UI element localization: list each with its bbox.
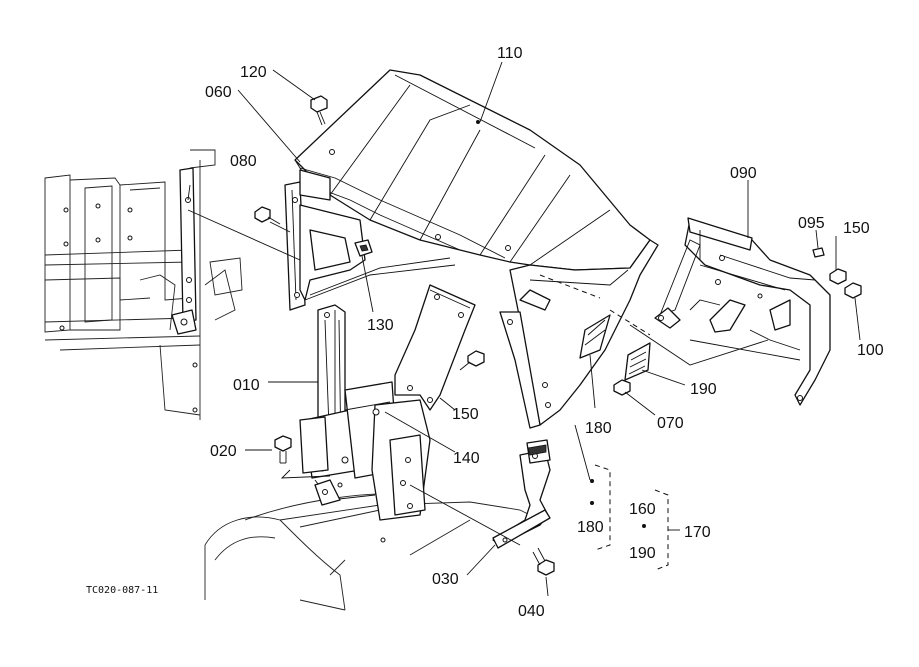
bolt-020 (274, 435, 292, 464)
callout-150-right: 150 (843, 220, 870, 237)
nut-150-right (829, 268, 847, 285)
callout-labels: 110 120 060 080 130 090 095 150 100 190 … (86, 45, 884, 620)
kit-bracket-180 (590, 464, 611, 551)
bolt-070 (613, 379, 631, 396)
frame-upright-bracket (171, 167, 197, 335)
decal-190 (624, 342, 651, 381)
cover-left-flange-060 (284, 169, 456, 311)
clip-095 (812, 247, 825, 258)
ghost-body (204, 482, 541, 611)
ghost-frame (44, 149, 243, 420)
callout-070: 070 (657, 415, 684, 432)
callout-095: 095 (798, 215, 825, 232)
bracket-140 (394, 284, 476, 411)
bolt-080 (254, 206, 281, 225)
cover-side-panel (499, 239, 659, 429)
callout-010: 010 (233, 377, 260, 394)
front-cover-110 (294, 69, 651, 271)
nut-100 (844, 282, 862, 299)
diagram-code: TC020-087-11 (86, 585, 158, 596)
panel-090 (654, 217, 831, 406)
bolt-040 (532, 547, 555, 576)
callout-040: 040 (518, 603, 545, 620)
callout-180-mid: 180 (585, 420, 612, 437)
callout-150-center: 150 (452, 406, 479, 423)
support-frame (299, 399, 431, 521)
clip-130 (354, 239, 373, 257)
bolt-120 (310, 95, 328, 126)
callout-080: 080 (230, 153, 257, 170)
callout-170: 170 (684, 524, 711, 541)
bolt-150-center (459, 350, 485, 371)
bracket-030 (492, 439, 551, 549)
callout-030: 030 (432, 571, 459, 588)
callout-190-right: 190 (690, 381, 717, 398)
kit-bracket-170 (642, 489, 680, 571)
callout-140: 140 (453, 450, 480, 467)
callout-160: 160 (629, 501, 656, 518)
callout-130: 130 (367, 317, 394, 334)
leader-lines (187, 61, 861, 597)
callout-100: 100 (857, 342, 884, 359)
callout-020: 020 (210, 443, 237, 460)
callout-180-kit: 180 (577, 519, 604, 536)
callout-120: 120 (240, 64, 267, 81)
callout-090: 090 (730, 165, 757, 182)
callout-110: 110 (497, 45, 523, 62)
callout-190-kit: 190 (629, 545, 656, 562)
callout-060: 060 (205, 84, 232, 101)
